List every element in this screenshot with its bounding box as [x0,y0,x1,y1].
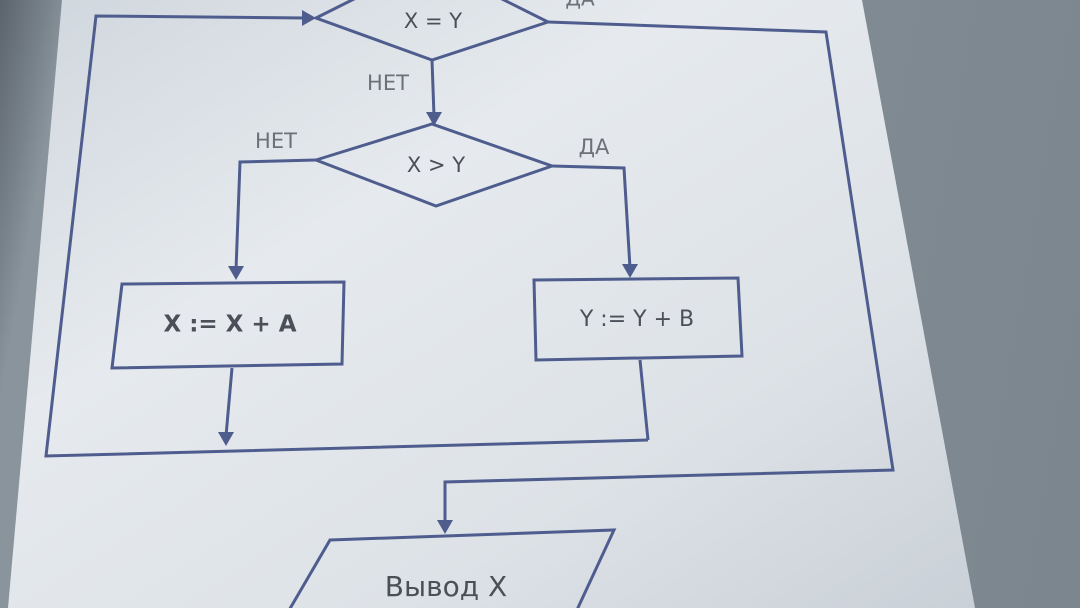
paper-sheet [8,0,975,608]
decision-mid-no-label: НЕТ [255,129,297,153]
decision-top-yes-label: ДА [565,0,595,11]
arrowhead-mid-yes [622,264,638,278]
arrowhead-output [437,520,453,534]
arrowhead-mid-no [228,266,244,280]
decision-top-no-label: НЕТ [367,71,409,95]
arrow-mid-yes [551,164,632,269]
decision-top-label: X = Y [404,9,462,33]
process-right-label: Y := Y + B [579,307,694,332]
line-right-box-down [638,359,650,441]
arrowhead-left-box-down [218,432,234,446]
output-parallelogram [288,528,617,608]
arrowhead-loop-back [302,10,316,26]
arrow-yes-exit [443,20,895,526]
output-label: Вывод X [385,570,507,603]
arrow-top-to-mid [430,59,436,117]
arrow-mid-no [234,158,317,271]
arrow-left-box-down [224,367,234,437]
loop-back-line [44,14,649,458]
decision-mid-label: X > Y [407,153,465,177]
process-box-right [532,276,744,362]
process-box-left [110,280,346,370]
process-left-label: X := X + A [163,312,296,338]
arrowhead-top-to-mid [426,112,442,126]
decision-mid-yes-label: ДА [579,135,610,159]
